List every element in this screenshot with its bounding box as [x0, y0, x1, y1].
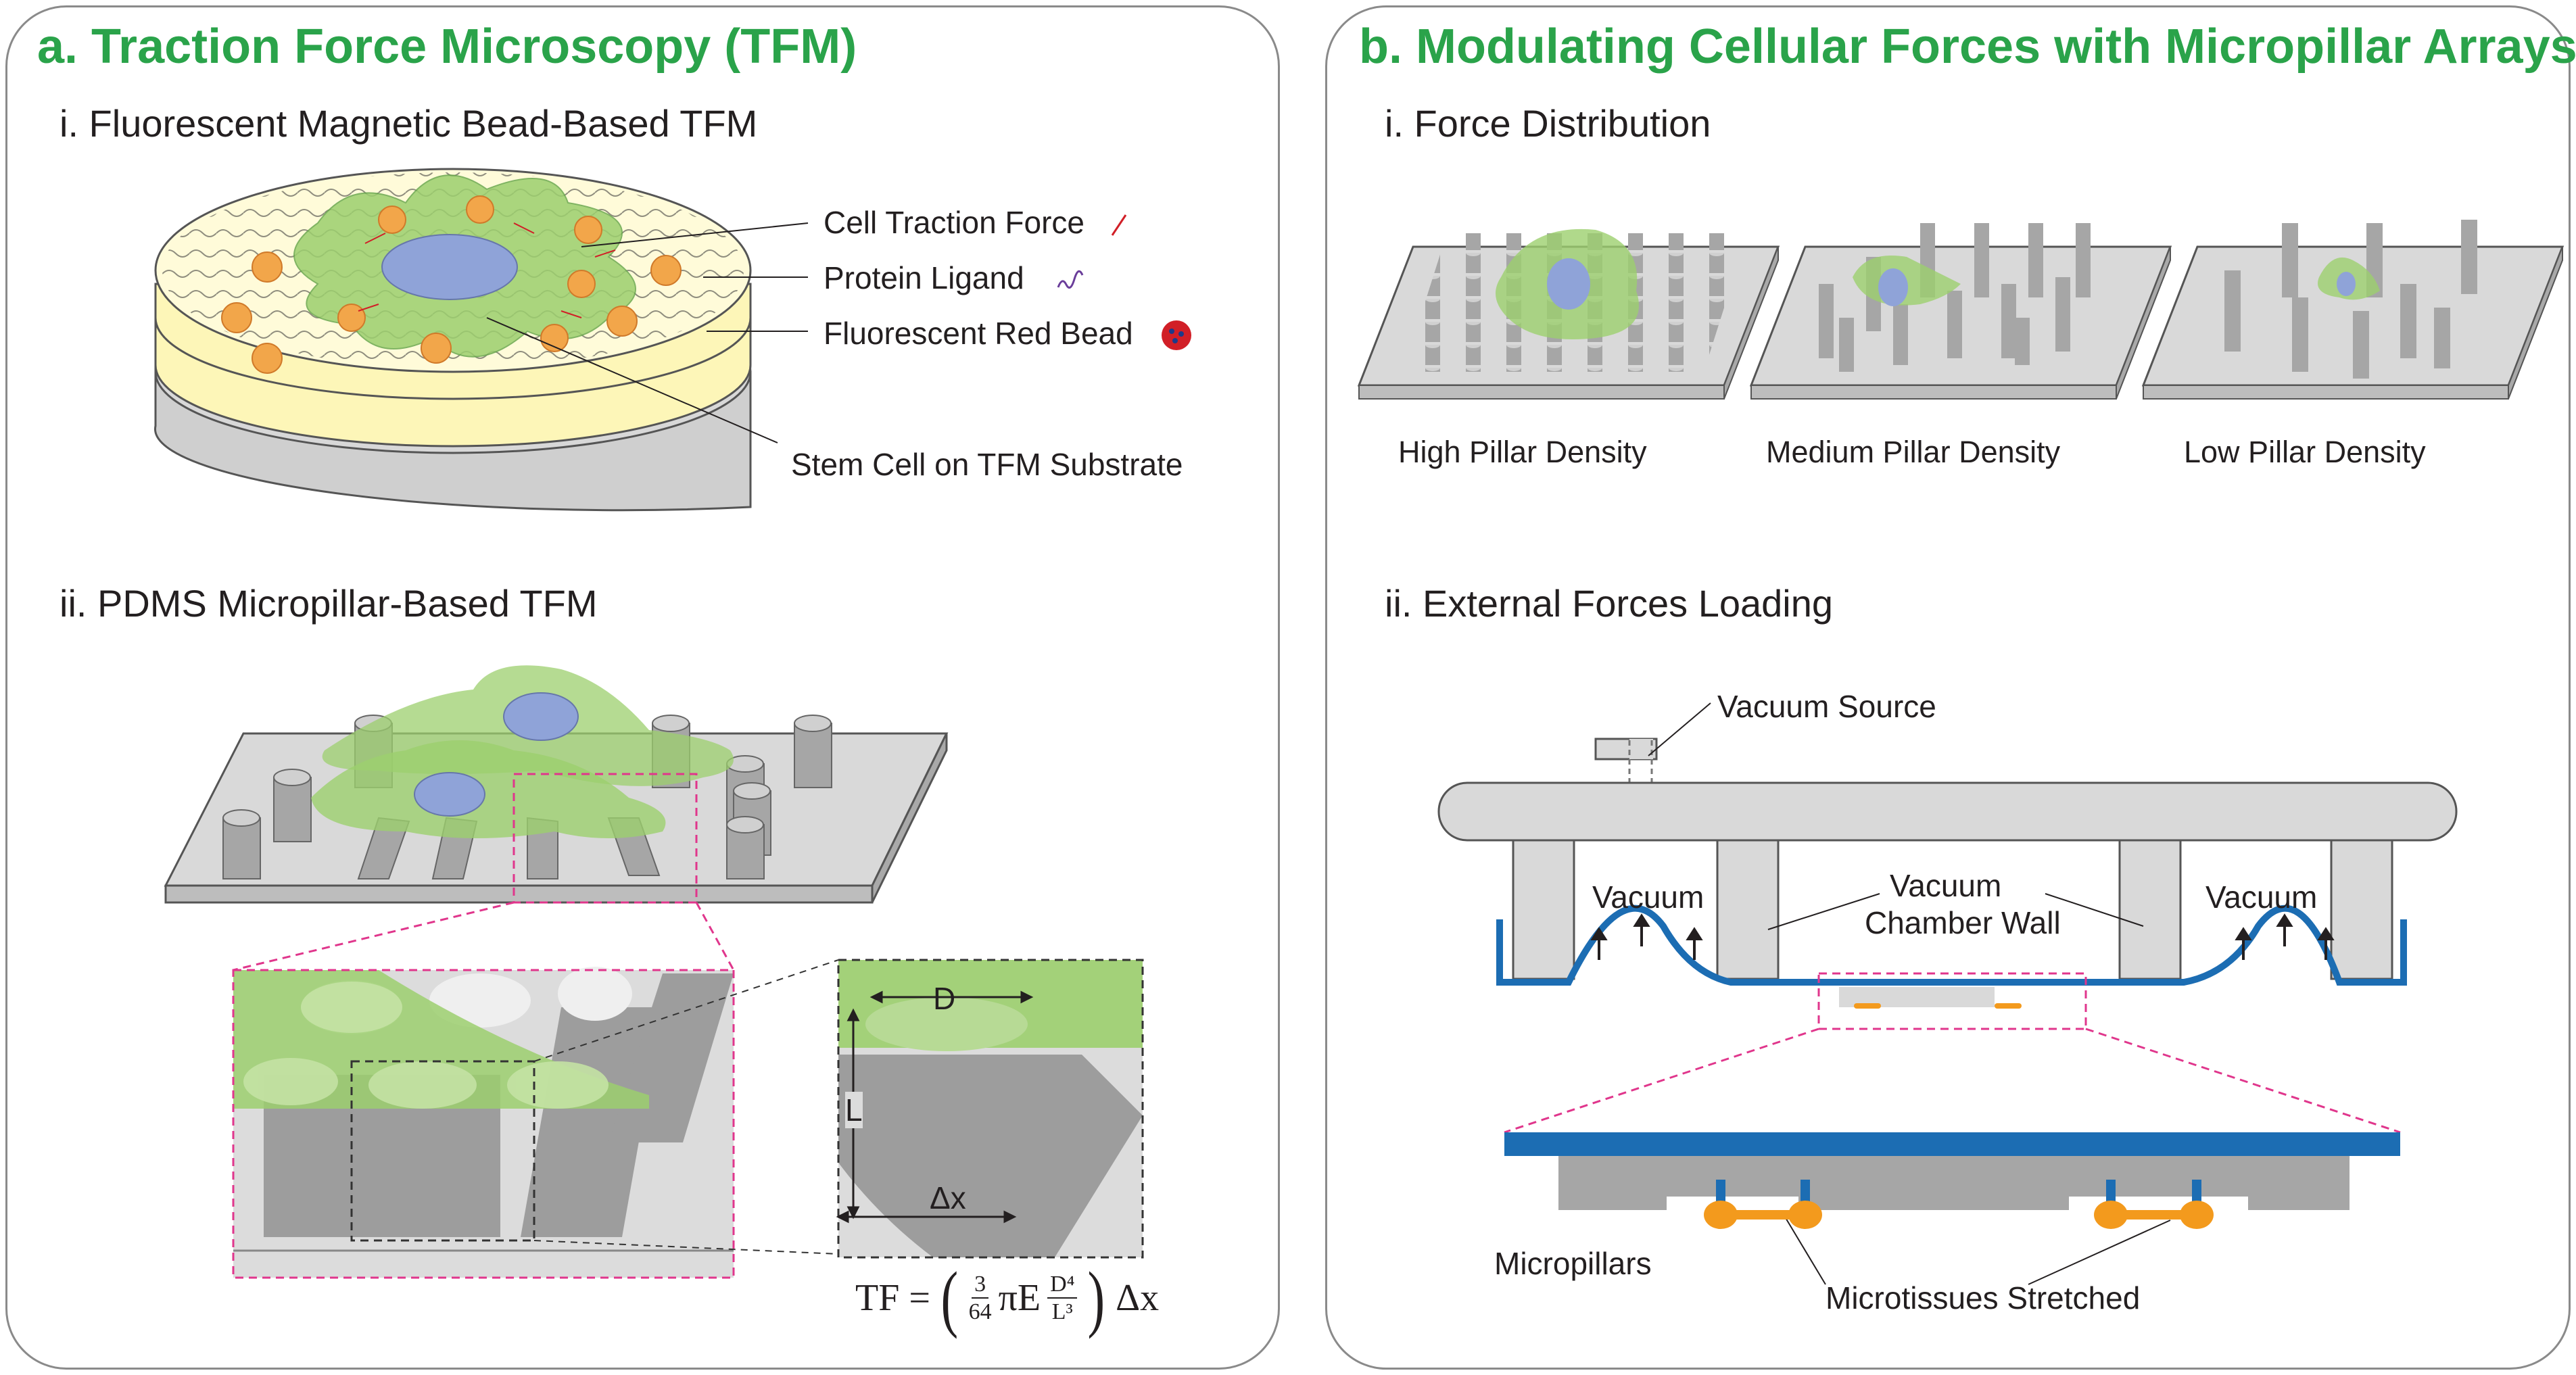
dimension-l-label: L	[845, 1092, 863, 1128]
callout-lines-ai	[486, 222, 809, 443]
bead-legend-icon	[1162, 320, 1191, 350]
label-chamber-wall-line1: Vacuum	[1890, 868, 2002, 903]
dimension-dx-label: Δx	[930, 1180, 966, 1215]
zoom-inset-2	[836, 959, 1144, 1259]
formula-lhs: TF =	[855, 1277, 930, 1319]
panel-a-sub1: i. Fluorescent Magnetic Bead-Based TFM	[59, 102, 758, 145]
panel-a-sub2: ii. PDMS Micropillar-Based TFM	[59, 582, 598, 625]
label-micropillars: Micropillars	[1494, 1246, 1652, 1281]
formula-open-paren: (	[940, 1257, 959, 1339]
label-vacuum-right: Vacuum	[2205, 879, 2318, 915]
ligand-legend-icon	[1057, 270, 1084, 289]
vacuum-arrows	[1590, 913, 2335, 960]
density-high	[1357, 228, 1780, 400]
formula-frac2-den: L³	[1051, 1299, 1073, 1324]
label-fluorescent-red-bead: Fluorescent Red Bead	[824, 316, 1133, 351]
label-protein-ligand: Protein Ligand	[824, 260, 1024, 295]
density-medium	[1749, 223, 2172, 400]
formula-frac1-den: 64	[968, 1299, 992, 1324]
zoom-region-inset1	[350, 1060, 535, 1242]
formula-mid: πE	[998, 1277, 1041, 1319]
flexible-membrane	[1496, 904, 2407, 986]
pillars-aii	[222, 715, 832, 879]
formula-frac1-num: 3	[972, 1271, 989, 1299]
label-stem-cell: Stem Cell on TFM Substrate	[791, 447, 1183, 482]
zoom-region-aii	[512, 773, 698, 904]
panel-b-sub2: ii. External Forces Loading	[1385, 582, 1834, 625]
density-low	[2141, 220, 2565, 400]
traction-force-formula: TF = ( 3 64 πE D⁴ L³ ) Δx	[855, 1261, 1159, 1335]
pillar-cell-bottom	[311, 740, 666, 838]
label-cell-traction-force: Cell Traction Force	[824, 205, 1085, 240]
vacuum-zoom-inset	[1504, 1132, 2400, 1229]
fluorescent-beads	[221, 195, 682, 374]
formula-tail: Δx	[1116, 1277, 1160, 1319]
tfm-pillar-platform	[164, 665, 949, 971]
label-chamber-wall-line2: Chamber Wall	[1865, 905, 2061, 940]
label-high-density: High Pillar Density	[1398, 435, 1647, 469]
label-vacuum-source: Vacuum Source	[1717, 689, 1936, 724]
microtissues	[1704, 1201, 2214, 1229]
label-microtissues-stretched: Microtissues Stretched	[1826, 1280, 2141, 1316]
panel-a-title: a. Traction Force Microscopy (TFM)	[37, 20, 857, 74]
formula-fraction-1: 3 64	[969, 1271, 992, 1325]
label-vacuum-left: Vacuum	[1592, 879, 1704, 915]
traction-force-arrows	[358, 222, 616, 318]
formula-fraction-2: D⁴ L³	[1047, 1271, 1078, 1325]
formula-frac2-num: D⁴	[1047, 1271, 1078, 1299]
dimension-d-label: D	[933, 981, 956, 1016]
traction-legend-icon	[1111, 214, 1127, 236]
panel-b-sub1: i. Force Distribution	[1385, 102, 1711, 145]
panel-b-title: b. Modulating Cellular Forces with Micro…	[1359, 20, 2576, 74]
tfm-bead-dish	[153, 168, 1191, 512]
label-low-density: Low Pillar Density	[2184, 435, 2426, 469]
label-medium-density: Medium Pillar Density	[1766, 435, 2061, 469]
zoom-inset-1	[232, 959, 839, 1279]
stem-cell-nucleus	[381, 234, 518, 300]
formula-close-paren: )	[1087, 1257, 1105, 1339]
vacuum-device	[1437, 702, 2458, 1285]
